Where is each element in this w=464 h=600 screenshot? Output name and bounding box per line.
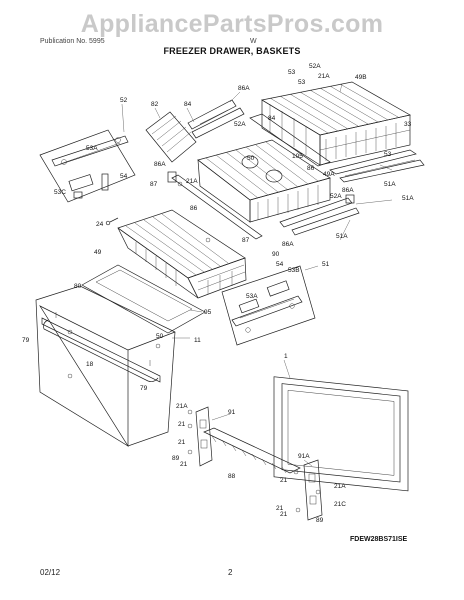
callout-51a-b: 51A — [336, 233, 348, 240]
callout-52a-c: 52A — [330, 193, 342, 200]
lower-basket-49 — [117, 209, 247, 299]
callout-21-f: 21 — [280, 511, 288, 518]
callout-89-b: 89 — [316, 517, 324, 524]
screws — [67, 181, 321, 513]
callout-53a-b: 53A — [246, 293, 258, 300]
callout-86a-d: 86A — [282, 241, 294, 248]
callout-11: 11 — [194, 337, 201, 344]
callout-33: 33 — [404, 121, 412, 128]
footer-page-number: 2 — [228, 568, 233, 577]
callout-21a-d: 21A — [334, 483, 346, 490]
callout-1: 1 — [284, 353, 288, 360]
callout-80: 80 — [74, 283, 82, 290]
callout-21-b: 21 — [178, 439, 186, 446]
callout-50: 50 — [247, 155, 255, 162]
callout-86: 86 — [307, 165, 315, 172]
callout-51: 51 — [322, 261, 330, 268]
callout-53: 53 — [288, 69, 296, 76]
lower-right-slide-assembly — [221, 265, 316, 346]
callout-51a: 51A — [384, 181, 396, 188]
callout-90: 90 — [272, 251, 280, 258]
callout-49: 49 — [94, 249, 102, 256]
lower-brackets-and-rail — [195, 406, 323, 521]
side-frames-82-84 — [145, 99, 245, 163]
callout-79-b: 79 — [140, 385, 148, 392]
callout-21a: 21A — [318, 73, 330, 80]
callout-82: 82 — [151, 101, 159, 108]
callout-52: 52 — [120, 97, 128, 104]
publication-number: Publication No. 5995 — [40, 38, 105, 45]
callout-24: 24 — [96, 221, 104, 228]
callout-21a-b: 21A — [186, 178, 198, 185]
middle-slide-rails — [167, 171, 360, 240]
callout-54-b: 54 — [276, 261, 284, 268]
callout-53-top: 53 — [298, 79, 306, 86]
callout-52a-b: 52A — [234, 121, 246, 128]
diagram-code: FDEW28BS71ISE — [350, 536, 408, 543]
upper-slide-rails — [249, 113, 425, 183]
callout-21-a: 21 — [178, 421, 186, 428]
callout-91a: 91A — [298, 453, 310, 460]
callout-105: 105 — [292, 153, 303, 160]
callout-52a: 52A — [309, 63, 321, 70]
callout-86a-b: 86A — [154, 161, 166, 168]
callout-21c: 21C — [334, 501, 346, 508]
callout-53-m: 53 — [384, 151, 392, 158]
callout-labels: 52 82 84 86A 53 52A 21A 49B 53 33 53A 54… — [22, 63, 414, 524]
callout-89: 89 — [172, 455, 180, 462]
callout-79: 79 — [22, 337, 30, 344]
callout-84-b: 84 — [268, 115, 276, 122]
screw-24 — [105, 217, 119, 226]
callout-53a: 53A — [86, 145, 98, 152]
callout-21a-c: 21A — [176, 403, 188, 410]
page-title: FREEZER DRAWER, BASKETS — [163, 46, 301, 56]
callout-88: 88 — [228, 473, 236, 480]
callout-53b: 53B — [288, 267, 300, 274]
callout-87-b: 87 — [242, 237, 250, 244]
callout-50-b: 50 — [156, 333, 164, 340]
callout-21-d: 21 — [280, 477, 288, 484]
callout-87: 87 — [150, 181, 158, 188]
callout-51a-c: 51A — [402, 195, 414, 202]
callout-86a: 86A — [238, 85, 250, 92]
header-right: W — [250, 38, 257, 45]
leader-lines — [121, 83, 393, 467]
middle-basket-105 — [197, 139, 331, 223]
callout-49a: 49A — [323, 171, 335, 178]
left-slide-assembly — [39, 129, 136, 203]
watermark: AppliancePartsPros.com — [80, 10, 384, 38]
callout-84: 84 — [184, 101, 192, 108]
callout-53c: 53C — [54, 189, 66, 196]
callout-21-c: 21 — [180, 461, 188, 468]
callout-49b: 49B — [355, 74, 367, 81]
callout-21-e: 21 — [276, 505, 284, 512]
callout-86a-c: 86A — [342, 187, 354, 194]
tray-95 — [81, 264, 206, 334]
door-gasket-frame-1 — [273, 376, 409, 492]
callout-54: 54 — [120, 173, 128, 180]
callout-91: 91 — [228, 409, 236, 416]
callout-18: 18 — [86, 361, 94, 368]
footer-date: 02/12 — [40, 568, 61, 577]
drawer-front-18 — [35, 285, 176, 448]
callout-86-b: 86 — [190, 205, 198, 212]
callout-95: 95 — [204, 309, 212, 316]
